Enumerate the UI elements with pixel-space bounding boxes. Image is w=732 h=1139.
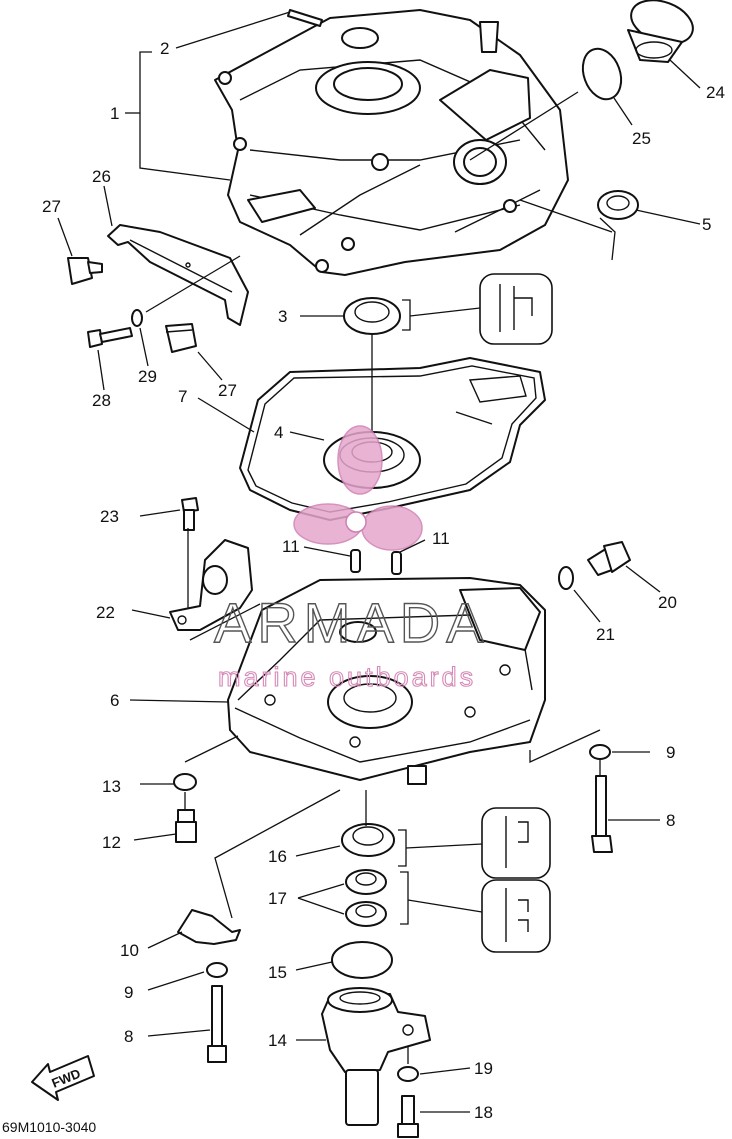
callout-12: 12 bbox=[102, 833, 121, 852]
washer-13 bbox=[173, 773, 197, 791]
callout-2: 2 bbox=[160, 39, 169, 58]
watermark-logo bbox=[293, 425, 423, 551]
callout-11-left: 11 bbox=[282, 537, 300, 556]
callout-1: 1 bbox=[110, 104, 119, 123]
oil-strainer-housing bbox=[321, 987, 431, 1126]
oil-seal-17a bbox=[345, 869, 387, 895]
callout-27-right: 27 bbox=[218, 381, 237, 400]
cylinder-block bbox=[214, 9, 569, 276]
callout-5: 5 bbox=[702, 215, 711, 234]
callout-10: 10 bbox=[120, 941, 139, 960]
callout-4: 4 bbox=[274, 423, 283, 442]
oil-seal-16 bbox=[341, 823, 395, 857]
seal-detail-upper bbox=[479, 273, 553, 345]
bolt-23 bbox=[181, 497, 199, 531]
bolt-18 bbox=[397, 1095, 419, 1138]
callout-15: 15 bbox=[268, 963, 287, 982]
callout-26: 26 bbox=[92, 167, 111, 186]
callout-6: 6 bbox=[110, 691, 119, 710]
callout-25: 25 bbox=[632, 129, 651, 148]
callout-16: 16 bbox=[268, 847, 287, 866]
watermark-brand: ARMADA bbox=[214, 591, 490, 654]
fwd-arrow: FWD bbox=[31, 1055, 95, 1101]
oil-seal-upper bbox=[343, 297, 401, 335]
oil-filler-cap bbox=[627, 0, 694, 63]
rubber-grommet-2 bbox=[165, 323, 197, 353]
washer-9-left bbox=[206, 962, 228, 978]
callout-14: 14 bbox=[268, 1031, 287, 1050]
washer-19 bbox=[397, 1066, 419, 1082]
seal-detail-lower bbox=[481, 879, 551, 953]
washer-9-right bbox=[589, 744, 611, 760]
callout-labels: 1 2 3 4 5 6 7 8 8 9 9 10 11 11 12 13 14 … bbox=[42, 39, 725, 1122]
leader-lines bbox=[57, 11, 701, 1113]
callout-20: 20 bbox=[658, 593, 677, 612]
callout-3: 3 bbox=[278, 307, 287, 326]
callout-9-right: 9 bbox=[666, 743, 675, 762]
o-ring-15 bbox=[331, 941, 393, 979]
rubber-grommet-1 bbox=[67, 257, 103, 285]
callout-27-left: 27 bbox=[42, 197, 61, 216]
bolt-8-left bbox=[207, 985, 227, 1063]
oil-seal-17b bbox=[345, 901, 387, 927]
diagram-code: 69M1010-3040 bbox=[2, 1119, 96, 1135]
callout-18: 18 bbox=[474, 1103, 493, 1122]
callout-8-right: 8 bbox=[666, 811, 675, 830]
callout-21: 21 bbox=[596, 625, 615, 644]
callout-22: 22 bbox=[96, 603, 115, 622]
watermark: ARMADA marine outboards bbox=[213, 425, 490, 693]
callout-28: 28 bbox=[92, 391, 111, 410]
o-ring bbox=[581, 47, 623, 101]
callout-24: 24 bbox=[706, 83, 725, 102]
cable-clamp bbox=[177, 909, 241, 945]
callout-9-left: 9 bbox=[124, 983, 133, 1002]
bolt-small bbox=[87, 327, 133, 348]
washer-small bbox=[131, 309, 143, 327]
breather-assembly bbox=[169, 539, 253, 631]
dowel-pin-1 bbox=[350, 549, 361, 573]
drain-washer bbox=[558, 566, 574, 590]
watermark-tagline: marine outboards bbox=[218, 662, 476, 692]
callout-11-right: 11 bbox=[432, 529, 450, 548]
oil-seal-small bbox=[597, 190, 639, 220]
callout-29: 29 bbox=[138, 367, 157, 386]
callout-7: 7 bbox=[178, 387, 187, 406]
dowel-pin-2 bbox=[391, 551, 402, 575]
seal-detail-middle bbox=[481, 807, 551, 879]
drain-plug bbox=[587, 541, 631, 576]
cover-bracket bbox=[107, 224, 249, 326]
bolt-8-right bbox=[591, 775, 613, 853]
callout-8-left: 8 bbox=[124, 1027, 133, 1046]
callout-13: 13 bbox=[102, 777, 121, 796]
lower-crankcase bbox=[227, 577, 546, 785]
callout-17: 17 bbox=[268, 889, 287, 908]
callout-19: 19 bbox=[474, 1059, 493, 1078]
bolt-12 bbox=[175, 809, 197, 843]
callout-23: 23 bbox=[100, 507, 119, 526]
